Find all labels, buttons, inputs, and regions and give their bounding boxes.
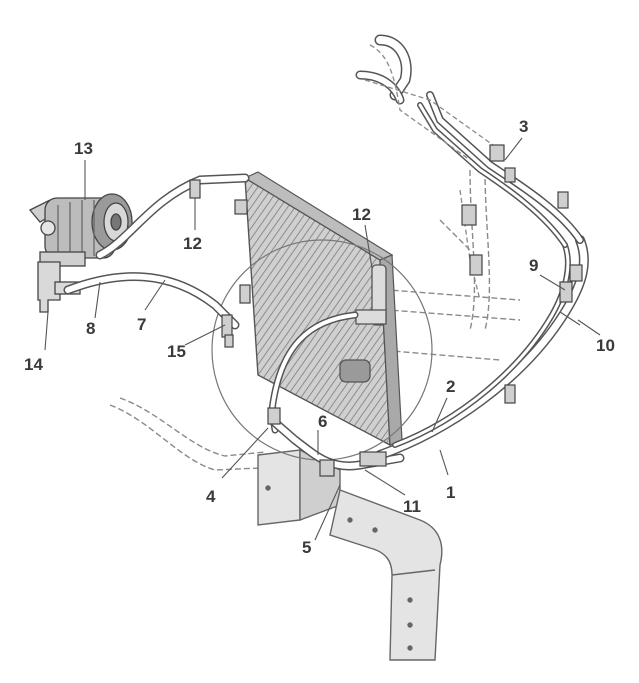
callout-2: 2 bbox=[446, 377, 455, 396]
callouts: 1 2 3 4 5 6 7 8 9 10 11 12 12 13 14 15 bbox=[24, 117, 615, 557]
compressor bbox=[28, 193, 133, 267]
callout-12-top: 12 bbox=[352, 205, 371, 224]
callout-5: 5 bbox=[302, 538, 311, 557]
callout-6: 6 bbox=[318, 412, 327, 431]
clamps bbox=[189, 144, 583, 477]
callout-10: 10 bbox=[596, 336, 615, 355]
callout-3: 3 bbox=[519, 117, 528, 136]
callout-15: 15 bbox=[167, 342, 186, 361]
callout-7: 7 bbox=[137, 315, 146, 334]
dashed-pipes bbox=[364, 44, 501, 301]
callout-8: 8 bbox=[86, 319, 95, 338]
callout-1: 1 bbox=[446, 483, 455, 502]
callout-4: 4 bbox=[206, 487, 216, 506]
support-post bbox=[257, 448, 443, 661]
callout-13: 13 bbox=[74, 139, 93, 158]
callout-11: 11 bbox=[403, 497, 421, 516]
leader-lines bbox=[44, 137, 601, 541]
callout-9: 9 bbox=[529, 256, 538, 275]
callout-14: 14 bbox=[24, 355, 43, 374]
callout-12-bottom: 12 bbox=[183, 234, 202, 253]
